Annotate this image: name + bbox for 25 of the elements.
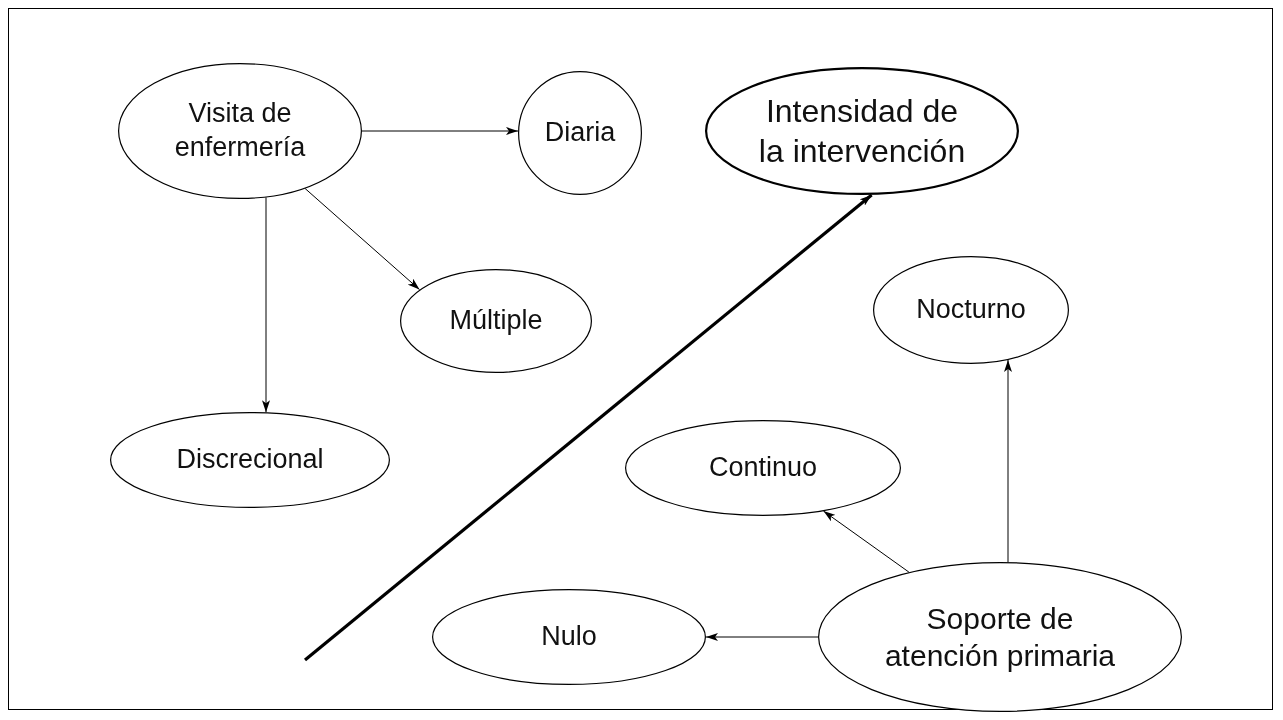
arrow xyxy=(304,188,420,291)
ellipse-node xyxy=(118,63,362,199)
ellipse-node xyxy=(705,67,1019,195)
node-label: Diaria xyxy=(543,116,617,150)
node-label: Continuo xyxy=(707,451,819,485)
arrow xyxy=(304,193,873,662)
node-label: Discrecional xyxy=(175,443,325,477)
ellipse-node xyxy=(400,269,592,373)
ellipse-node xyxy=(873,256,1069,364)
arrow xyxy=(361,127,519,135)
ellipse-node xyxy=(432,589,706,685)
arrow xyxy=(1004,359,1012,563)
arrow xyxy=(262,196,270,413)
node-label: Nulo xyxy=(540,620,598,654)
ellipse-node xyxy=(818,562,1182,712)
node-label: Nocturno xyxy=(915,293,1027,327)
circle-node xyxy=(518,71,642,195)
node-label: Múltiple xyxy=(448,304,544,338)
ellipse-node xyxy=(110,412,390,508)
node-label: Intensidad de la intervención xyxy=(757,92,967,171)
arrow xyxy=(823,510,910,573)
node-label: Visita de enfermería xyxy=(173,97,307,164)
ellipse-node xyxy=(625,420,901,516)
arrow xyxy=(705,633,819,641)
node-label: Soporte de atención primaria xyxy=(883,600,1117,674)
